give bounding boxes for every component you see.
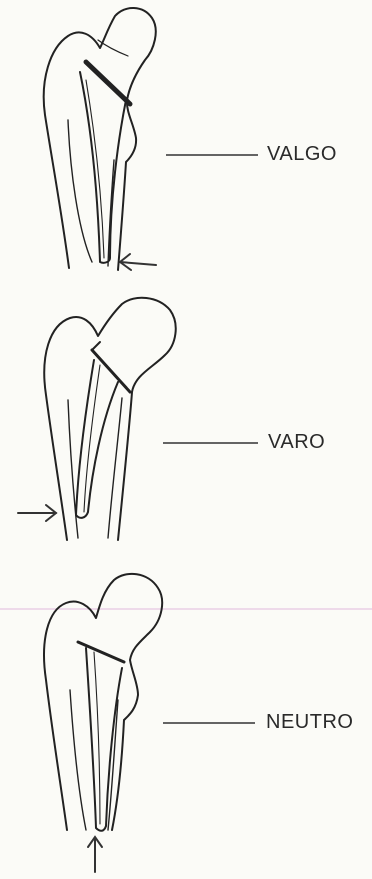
femur-inner-wall-valgo bbox=[68, 120, 92, 262]
femur-outline-neutro bbox=[44, 574, 162, 830]
femur-neutro bbox=[44, 574, 162, 831]
femur-valgo bbox=[44, 8, 156, 270]
femur-outline-valgo bbox=[44, 8, 156, 270]
osteotomy-cut-valgo bbox=[86, 62, 130, 104]
osteotomy-cut-neutro bbox=[78, 642, 124, 662]
femur-varo bbox=[44, 298, 175, 540]
osteotomy-cut-varo bbox=[92, 350, 130, 392]
arrow-neutro bbox=[88, 837, 102, 872]
label-valgo: VALGO bbox=[267, 143, 337, 166]
stem-shadow-varo bbox=[84, 365, 100, 512]
arrow-varo bbox=[18, 505, 56, 521]
femur-outline-varo bbox=[44, 298, 175, 540]
arrow-valgo bbox=[120, 254, 156, 270]
label-varo: VARO bbox=[268, 431, 325, 454]
femur-inner-wall-varo bbox=[68, 400, 78, 538]
femur-inner-wall-neutro bbox=[70, 690, 86, 830]
label-neutro: NEUTRO bbox=[266, 711, 353, 734]
